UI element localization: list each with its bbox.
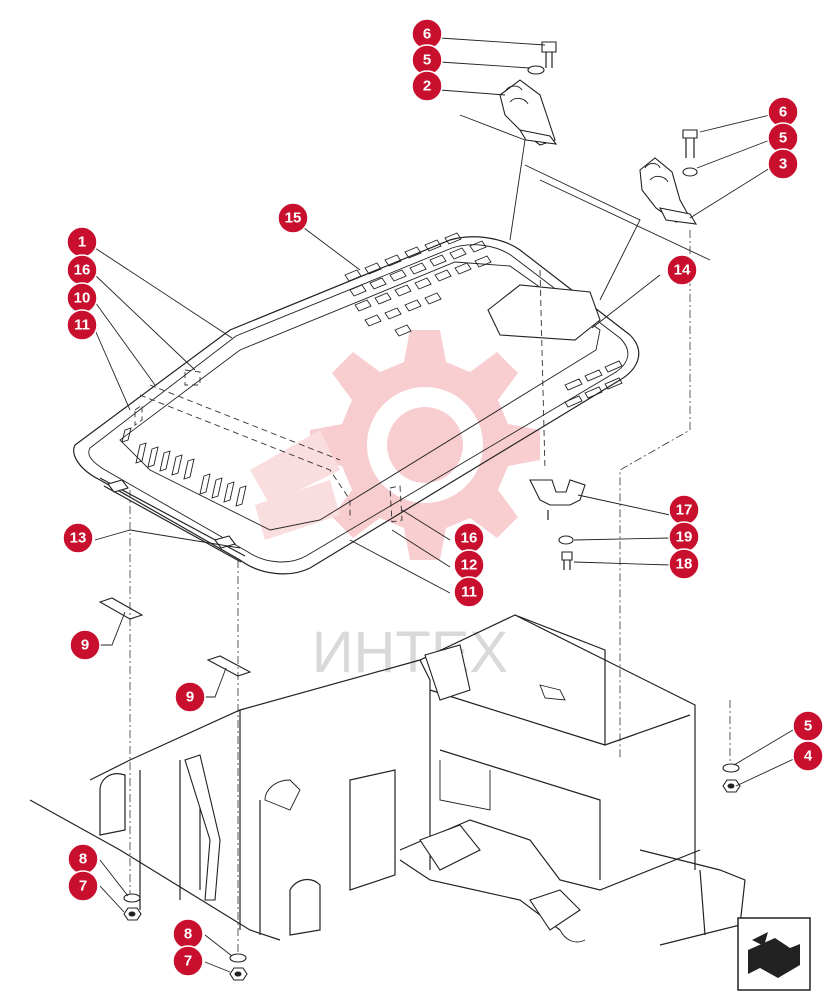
callout-16-upper: 16: [66, 254, 98, 286]
svg-text:14: 14: [674, 262, 691, 279]
callout-12: 12: [453, 549, 485, 581]
svg-text:6: 6: [423, 26, 431, 43]
svg-text:12: 12: [461, 557, 478, 574]
svg-text:7: 7: [184, 953, 192, 970]
svg-text:8: 8: [184, 926, 192, 943]
callout-10: 10: [66, 282, 98, 314]
roof-rail: [99, 477, 246, 563]
nut-group-a: [123, 893, 142, 921]
svg-text:16: 16: [461, 530, 478, 547]
svg-text:5: 5: [804, 718, 812, 735]
callout-13-rail: 13: [62, 522, 94, 554]
callout-14-hatch: 14: [666, 254, 698, 286]
callout-7-nut-a: 7: [67, 870, 99, 902]
roof-vents-top: [344, 232, 492, 337]
svg-text:9: 9: [81, 637, 89, 654]
callout-6-bolt-left: 6: [411, 18, 443, 50]
svg-text:2: 2: [423, 78, 431, 95]
svg-text:5: 5: [423, 52, 431, 69]
hinge-left: [499, 79, 558, 146]
next-page-arrow-icon[interactable]: [737, 917, 811, 991]
svg-text:11: 11: [74, 317, 90, 334]
svg-text:6: 6: [779, 104, 787, 121]
cab-frame: [29, 614, 746, 946]
callout-2-hinge-left: 2: [411, 70, 443, 102]
callout-1-roof: 1: [66, 226, 98, 258]
roof-hatch: [487, 284, 601, 341]
svg-text:17: 17: [676, 502, 693, 519]
roof-panel: [73, 232, 640, 575]
callout-16-lower: 16: [453, 522, 485, 554]
bolt-right: [682, 129, 698, 177]
svg-text:7: 7: [79, 878, 87, 895]
leader-lines: [94, 37, 799, 973]
callout-18-screw: 18: [668, 548, 700, 580]
watermark-text: ИНТЕХ: [312, 620, 508, 685]
svg-text:18: 18: [676, 556, 693, 573]
roof-slots-front: [121, 427, 247, 507]
nut-group-c: [722, 763, 741, 793]
callout-9-plate-b: 9: [174, 681, 206, 713]
callout-11-lower: 11: [453, 576, 485, 608]
callout-11-upper: 11: [66, 309, 98, 341]
callout-19-washer: 19: [668, 521, 700, 553]
clip-bracket: [529, 479, 586, 570]
svg-text:19: 19: [676, 529, 693, 546]
watermark-logo: [250, 330, 540, 560]
callout-8-washer-a: 8: [67, 843, 99, 875]
svg-text:3: 3: [779, 156, 787, 173]
callout-7-nut-b: 7: [172, 945, 204, 977]
svg-text:13: 13: [70, 530, 87, 547]
callout-17-clip: 17: [668, 494, 700, 526]
shim-plate-b: [206, 655, 252, 677]
svg-text:5: 5: [779, 130, 787, 147]
svg-text:15: 15: [285, 210, 302, 227]
callout-9-plate-a: 9: [69, 629, 101, 661]
svg-text:4: 4: [804, 748, 813, 765]
roof-vents-right: [564, 360, 623, 408]
callout-5-washer-bottom: 5: [792, 710, 824, 742]
shim-plate-a: [98, 597, 144, 620]
bolt-left: [527, 41, 557, 75]
svg-text:8: 8: [79, 851, 87, 868]
callout-8-washer-b: 8: [172, 918, 204, 950]
callout-3-hinge-right: 3: [767, 148, 799, 180]
svg-text:10: 10: [74, 290, 91, 307]
svg-text:16: 16: [74, 262, 91, 279]
callout-15-roof-vents: 15: [277, 202, 309, 234]
callouts: 6 5 2 6 5 3 15 1 16 10 11 14 17 19 18 16…: [62, 18, 824, 977]
callout-4-nut: 4: [792, 740, 824, 772]
svg-text:1: 1: [78, 234, 86, 251]
nut-group-b: [229, 953, 248, 981]
svg-text:11: 11: [461, 584, 477, 601]
svg-text:9: 9: [186, 689, 194, 706]
